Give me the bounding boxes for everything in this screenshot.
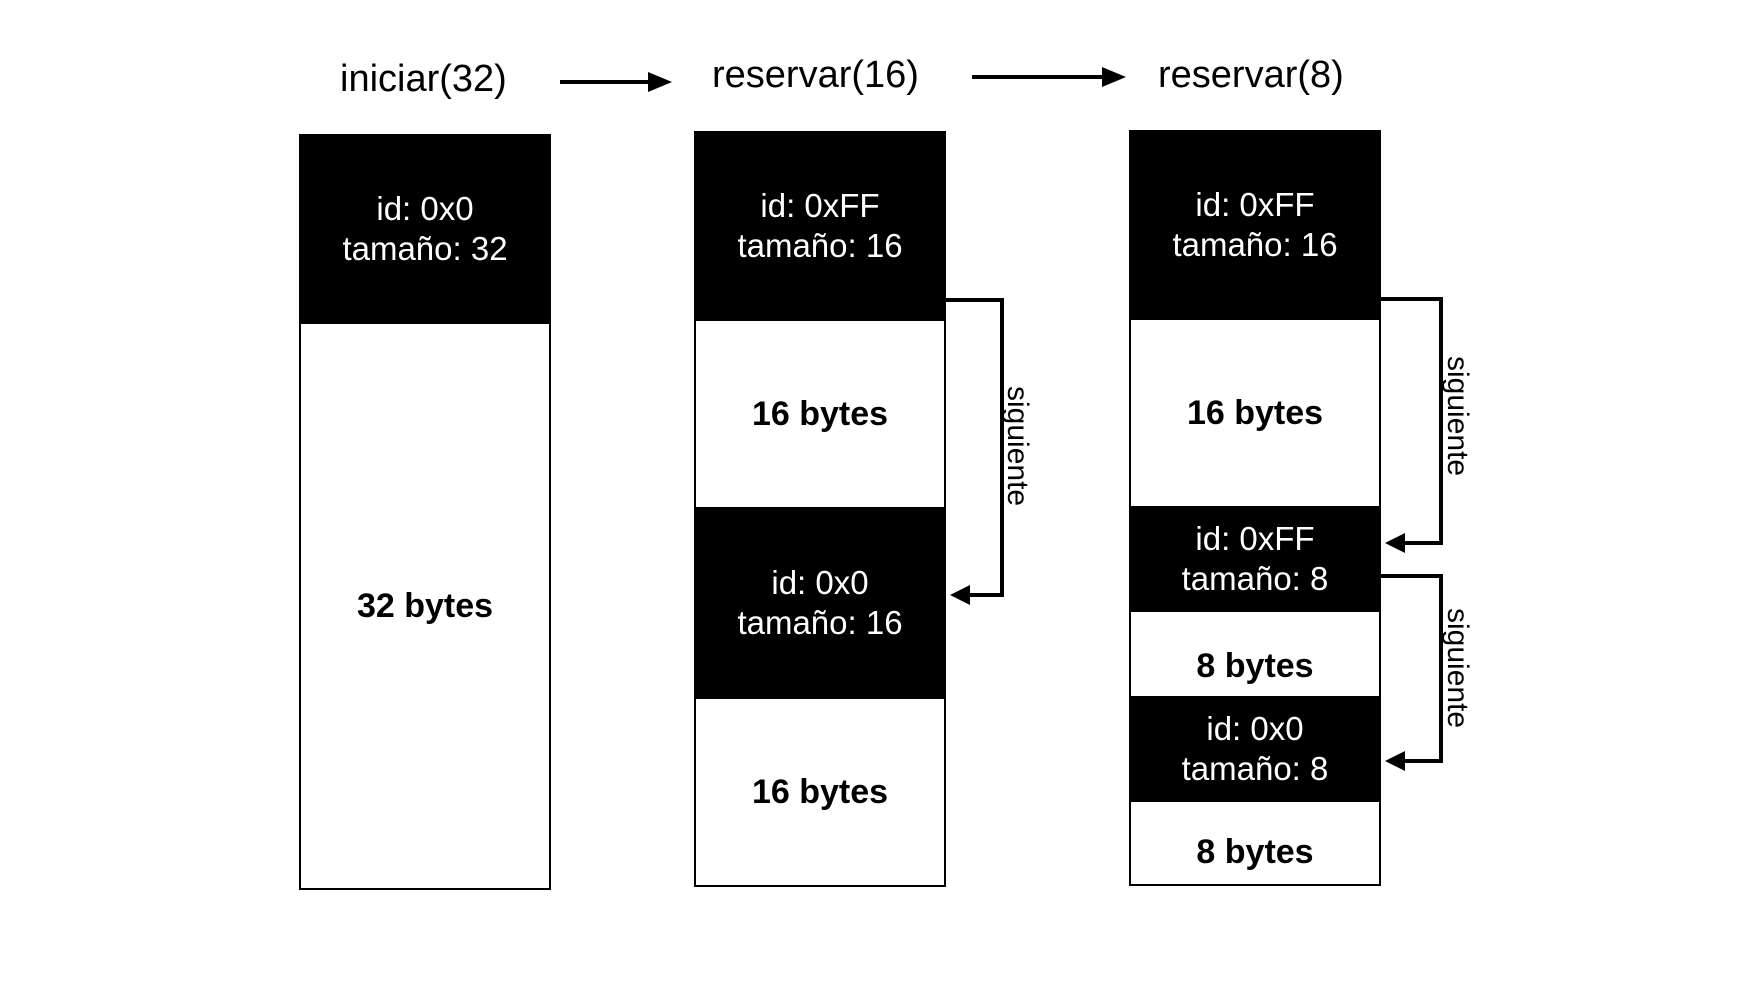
block-id: id: 0xFF xyxy=(760,187,880,224)
next-link-arrow xyxy=(946,298,1004,605)
block-id: id: 0x0 xyxy=(376,190,474,227)
step-arrow-1 xyxy=(560,72,672,92)
block-id: id: 0xFF xyxy=(1195,186,1315,223)
block-size: tamaño: 8 xyxy=(1181,750,1329,787)
step-2-title: reservar(16) xyxy=(712,54,919,96)
step-arrow-2 xyxy=(972,67,1126,87)
block-data: 16 bytes xyxy=(694,697,946,887)
block-size: tamaño: 32 xyxy=(342,230,508,267)
block-header: id: 0x0 tamaño: 32 xyxy=(299,134,551,324)
step-1-title: iniciar(32) xyxy=(340,58,507,100)
next-link-label: siguiente xyxy=(1441,356,1474,477)
block-data: 32 bytes xyxy=(299,322,551,890)
block-size: tamaño: 16 xyxy=(1172,226,1338,263)
next-link-label: siguiente xyxy=(1441,608,1474,729)
block-size: tamaño: 16 xyxy=(737,227,903,264)
block-size: tamaño: 8 xyxy=(1181,560,1329,597)
block-data: 8 bytes xyxy=(1129,800,1381,886)
next-link-arrow xyxy=(1381,574,1443,771)
step-3-title: reservar(8) xyxy=(1158,54,1344,96)
block-id: id: 0x0 xyxy=(771,564,869,601)
block-id: id: 0xFF xyxy=(1195,520,1315,557)
block-id: id: 0x0 xyxy=(1206,710,1304,747)
block-header: id: 0x0 tamaño: 8 xyxy=(1129,696,1381,802)
next-link-label: siguiente xyxy=(1001,386,1034,507)
block-data: 16 bytes xyxy=(1129,318,1381,508)
block-header: id: 0x0 tamaño: 16 xyxy=(694,507,946,699)
block-data: 8 bytes xyxy=(1129,610,1381,698)
block-size: tamaño: 16 xyxy=(737,604,903,641)
next-link-arrow xyxy=(1381,297,1443,553)
block-header: id: 0xFF tamaño: 16 xyxy=(1129,130,1381,320)
